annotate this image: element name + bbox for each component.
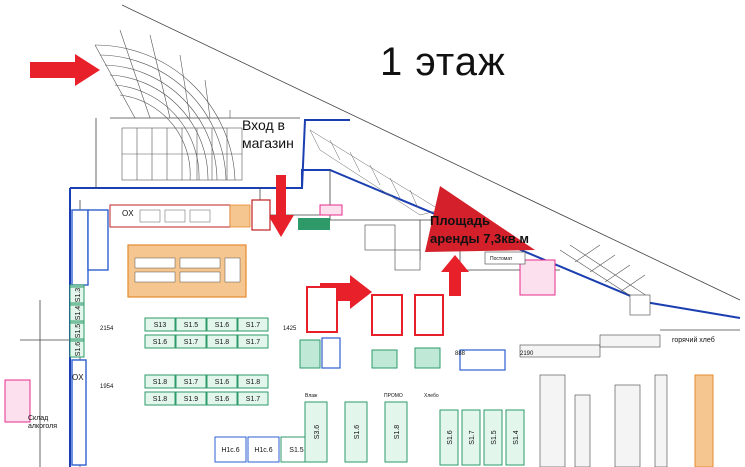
vlazh-label: Влаж xyxy=(305,393,318,399)
row3a-shelf-2-box xyxy=(206,374,238,389)
row2b-shelf-2-code: S1.8 xyxy=(215,339,230,346)
entrance-label-line1: Вход в xyxy=(242,117,285,133)
col-shelf-2-code: S1.5 xyxy=(491,430,498,445)
row2a-shelf-3-code: S1.7 xyxy=(246,322,261,329)
checkout-modules xyxy=(306,286,444,336)
row3a-shelf-3-code: S1.8 xyxy=(246,379,261,386)
ramp xyxy=(309,129,441,216)
pink-racks xyxy=(4,204,556,423)
row3b-shelf-3-code: S1.7 xyxy=(246,396,261,403)
right-stairs xyxy=(559,244,651,303)
left-col-shelf-0-code: S1.3 xyxy=(75,288,82,303)
fridge-counters xyxy=(519,334,668,467)
postomat-label: Постомат xyxy=(490,256,513,262)
col-shelf-1-code: S1.7 xyxy=(469,430,476,445)
ox-label-1: OX xyxy=(122,209,134,218)
left-wall-shelves xyxy=(71,209,109,466)
top-gondola xyxy=(109,199,271,231)
dim-label-4: 1425 xyxy=(283,326,297,332)
col-shelf-2-box xyxy=(483,409,503,466)
row3a-shelf-3-box xyxy=(237,374,269,389)
row3b-shelf-0-code: S1.8 xyxy=(153,396,168,403)
col-shelf-3-box xyxy=(505,409,525,466)
green-hatch xyxy=(298,218,330,230)
dim-label-2: 1954 xyxy=(100,384,114,390)
row2b-shelf-2-box xyxy=(206,334,238,349)
row2b-shelf-3-box xyxy=(237,334,269,349)
row3a-shelf-0-box xyxy=(144,374,176,389)
sklad-label-1: Склад xyxy=(28,415,48,422)
ox-label-2: OX xyxy=(72,373,84,382)
left-col-shelf-3-code: S1.6 xyxy=(75,342,82,357)
row2a-shelf-2-box xyxy=(206,317,238,332)
dim-label-5: 888 xyxy=(455,351,466,357)
row2a-shelf-0-box xyxy=(144,317,176,332)
sklad-label-2: алкоголя xyxy=(28,423,57,430)
row2a-shelf-2-code: S1.6 xyxy=(215,322,230,329)
row3b-shelf-1-code: S1.9 xyxy=(184,396,199,403)
bottom-shelf-1-code: H1c.6 xyxy=(254,447,272,454)
row3a-shelf-1-code: S1.7 xyxy=(184,379,199,386)
bottom-shelf-1-box xyxy=(247,436,280,463)
checkout-blue xyxy=(321,337,506,371)
entrance-label: Вход в магазин xyxy=(242,116,294,152)
row2b-shelf-1-code: S1.7 xyxy=(184,339,199,346)
entrance-stairs xyxy=(94,29,236,181)
promo-shelf-1-box xyxy=(344,401,368,463)
dim-label-1: 2154 xyxy=(100,326,114,332)
col-shelf-0-box xyxy=(439,409,459,466)
row3b-shelf-2-box xyxy=(206,391,238,406)
promo-shelf-0-code: S3.6 xyxy=(314,425,321,440)
left-col-shelf-2-code: S1.5 xyxy=(75,324,82,339)
staircase xyxy=(121,127,243,181)
row3b-shelf-0-box xyxy=(144,391,176,406)
col-shelf-1-box xyxy=(461,409,481,466)
bottom-shelf-0-box xyxy=(214,436,247,463)
row2a-shelf-0-code: S13 xyxy=(154,322,167,329)
row2b-shelf-0-code: S1.6 xyxy=(153,339,168,346)
row2a-shelf-1-box xyxy=(175,317,207,332)
row2a-shelf-3-box xyxy=(237,317,269,332)
promo-shelf-0-box xyxy=(304,401,328,463)
row3b-shelf-2-code: S1.6 xyxy=(215,396,230,403)
floor-title: 1 этаж xyxy=(380,40,506,84)
right-orange xyxy=(694,374,714,467)
row2b-shelf-1-box xyxy=(175,334,207,349)
row3a-shelf-2-code: S1.6 xyxy=(215,379,230,386)
promo-shelf-2-box xyxy=(384,401,408,463)
hot-bread-label: горячий хлеб xyxy=(672,336,715,344)
checkout-green xyxy=(299,339,441,369)
hlebo-label: Хлебо xyxy=(424,393,439,399)
left-col-shelf-1-box xyxy=(69,304,85,322)
left-col-shelf-2-box xyxy=(69,322,85,340)
left-col-shelf-3-box xyxy=(69,340,85,358)
row3a-shelf-0-code: S1.8 xyxy=(153,379,168,386)
promo-label: ПРОМО xyxy=(384,393,403,399)
row3b-shelf-3-box xyxy=(237,391,269,406)
row3b-shelf-1-box xyxy=(175,391,207,406)
promo-shelf-1-code: S1.6 xyxy=(354,425,361,440)
row2b-shelf-3-code: S1.7 xyxy=(246,339,261,346)
left-col-shelf-0-box xyxy=(69,286,85,304)
bottom-shelf-0-code: H1c.6 xyxy=(221,447,239,454)
misc-equipment xyxy=(364,224,651,316)
bottom-shelf-2-code: S1.5 xyxy=(289,447,304,454)
row2a-shelf-1-code: S1.5 xyxy=(184,322,199,329)
orange-island xyxy=(127,244,247,298)
rent-area-zone xyxy=(425,186,535,252)
rent-area-line2: аренды 7,3кв.м xyxy=(430,231,530,246)
col-shelf-0-code: S1.6 xyxy=(447,430,454,445)
rent-area-label: Площадь аренды 7,3кв.м xyxy=(430,212,529,248)
row2b-shelf-0-box xyxy=(144,334,176,349)
dim-label-3: 2190 xyxy=(520,351,534,357)
rent-area-line1: Площадь xyxy=(430,213,490,228)
left-col-shelf-1-code: S1.4 xyxy=(75,306,82,321)
promo-shelf-2-code: S1.8 xyxy=(394,425,401,440)
entrance-label-line2: магазин xyxy=(242,135,294,151)
row3a-shelf-1-box xyxy=(175,374,207,389)
col-shelf-3-code: S1.4 xyxy=(513,430,520,445)
